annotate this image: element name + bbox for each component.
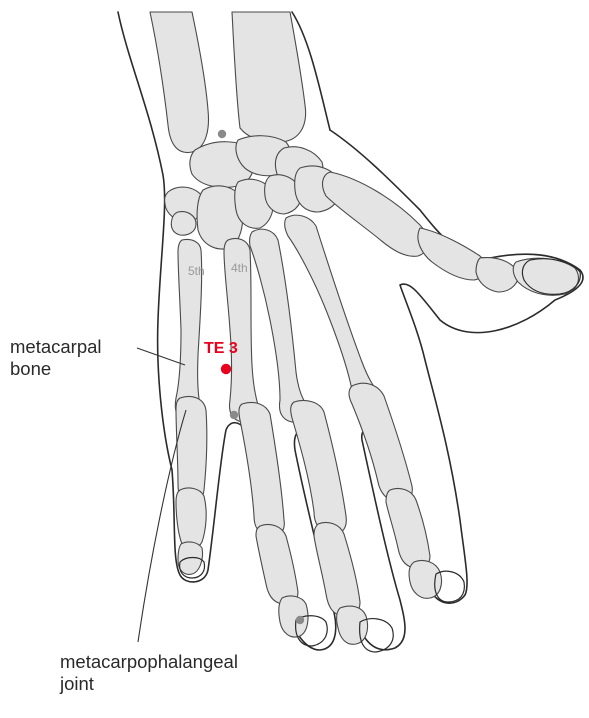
fingertip-landmark-dot [296, 616, 304, 624]
mcp-joint-label: metacarpophalangeal joint [60, 651, 238, 695]
mcp-joint-landmark-dot [230, 411, 238, 419]
metacarpal-bone-label: metacarpal bone [10, 336, 102, 380]
radius-bone [232, 12, 306, 142]
thumb-bones [323, 172, 579, 295]
fourth-metacarpal-label: 4th [231, 261, 248, 275]
mcp-joint-label-line2: joint [60, 673, 238, 695]
mcp-joint-label-line1: metacarpophalangeal [60, 651, 238, 673]
ulna-bone [150, 12, 208, 153]
fifth-metacarpal-label: 5th [188, 264, 205, 278]
wrist-landmark-dot [218, 130, 226, 138]
metacarpal-bone-label-line2: bone [10, 358, 102, 380]
metacarpal-bone-label-line1: metacarpal [10, 336, 102, 358]
te3-acupoint-dot [221, 364, 231, 374]
te3-point-label: TE 3 [204, 340, 238, 358]
